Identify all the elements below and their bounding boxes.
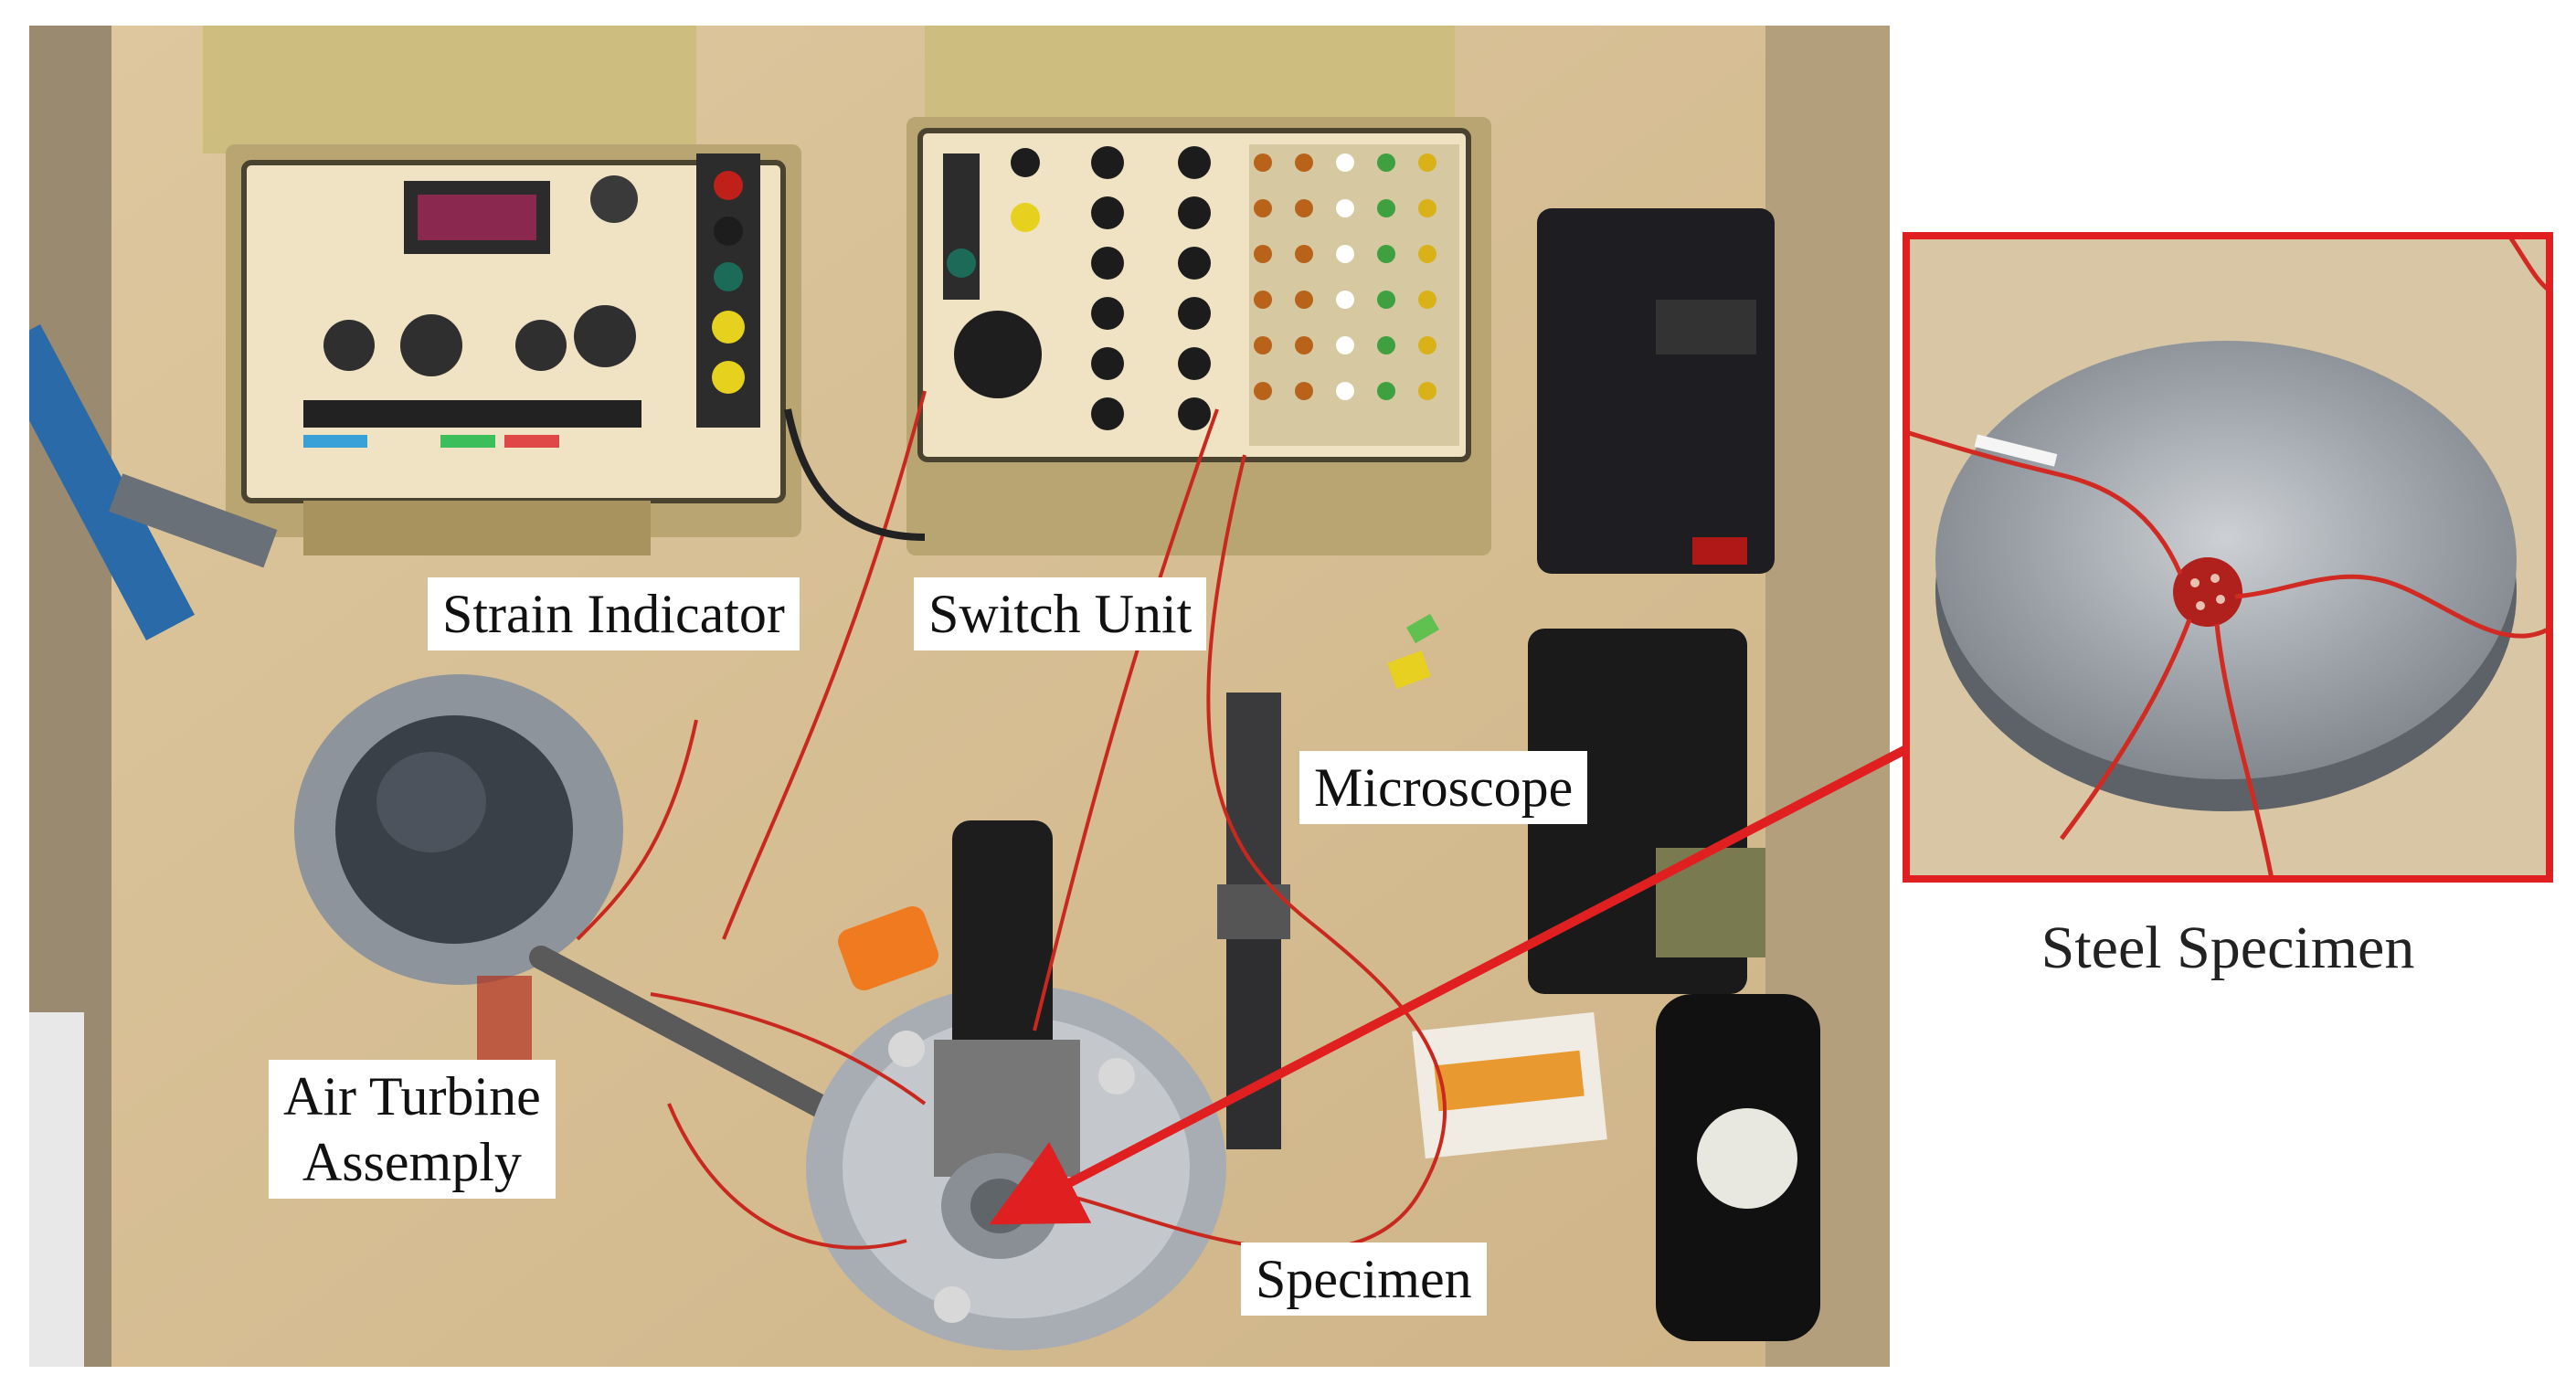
microscope-label: Microscope	[1299, 751, 1588, 824]
air-turbine-assembly-label: Air Turbine Assemply	[269, 1060, 556, 1199]
switch-unit-label: Switch Unit	[914, 577, 1207, 650]
air-turbine-label-line2: Assemply	[302, 1132, 522, 1192]
switch-knobs	[1091, 146, 1211, 430]
strain-indicator-device	[203, 26, 801, 555]
specimen-label: Specimen	[1241, 1243, 1487, 1316]
steel-specimen-caption: Steel Specimen	[2041, 915, 2415, 981]
strain-indicator-label: Strain Indicator	[428, 577, 800, 650]
microscope-device	[1217, 693, 1290, 1149]
magnifier-lamp	[29, 323, 964, 1189]
steel-specimen-inset	[1906, 236, 2549, 879]
air-turbine-label-line1: Air Turbine	[283, 1066, 541, 1126]
terminal-posts	[1249, 144, 1459, 446]
